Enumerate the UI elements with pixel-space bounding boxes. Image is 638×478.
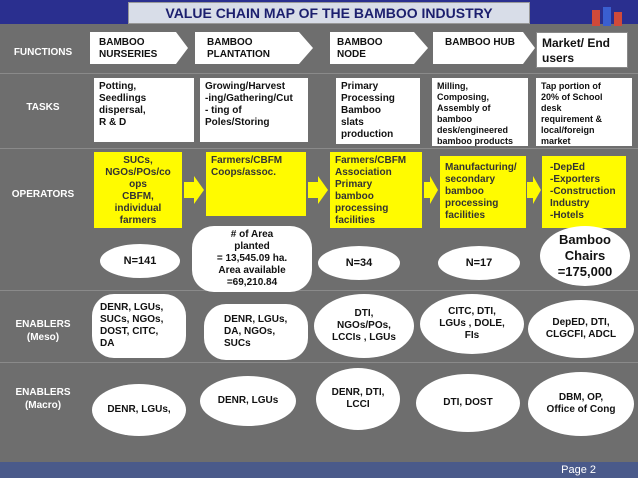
- row-label-enablers-macro: ENABLERS (Macro): [15, 387, 71, 411]
- footer-bar: [0, 462, 638, 478]
- function-label: BAMBOO PLANTATION: [207, 37, 270, 60]
- enabler-macro-node: DENR, DTI, LCCI: [316, 368, 400, 430]
- count-hub: N=17: [438, 246, 520, 280]
- function-label: BAMBOO NODE: [337, 37, 383, 60]
- function-label-market: Market/ End users: [536, 32, 628, 68]
- arrow-right-icon: [308, 176, 328, 204]
- function-label: BAMBOO NURSERIES: [99, 37, 158, 60]
- operator-node: Farmers/CBFM Association Primary bamboo …: [330, 152, 422, 228]
- enabler-macro-nurseries: DENR, LGUs,: [92, 384, 186, 436]
- operator-nurseries: SUCs, NGOs/POs/co ops CBFM, individual f…: [94, 152, 182, 228]
- row-label-enablers-meso: ENABLERS (Meso): [15, 319, 71, 343]
- row-label-operators: OPERATORS: [11, 189, 75, 200]
- task-nurseries: Potting, Seedlings dispersal, R & D: [94, 78, 194, 142]
- operator-market: -DepEd -Exporters -Construction Industry…: [542, 156, 626, 228]
- task-hub: Milling, Composing, Assembly of bamboo d…: [432, 78, 528, 146]
- arrow-shape: [433, 32, 535, 64]
- arrow-right-icon: [527, 176, 541, 204]
- task-node: Primary Processing Bamboo slats producti…: [336, 78, 420, 144]
- row-label-tasks: TASKS: [26, 102, 60, 113]
- logo-icon: [592, 7, 622, 26]
- count-nurseries: N=141: [100, 244, 180, 278]
- arrow-right-icon: [184, 176, 204, 204]
- arrow-right-icon: [424, 176, 438, 204]
- row-divider: [0, 148, 638, 149]
- enabler-meso-market: DepED, DTI, CLGCFI, ADCL: [528, 300, 634, 358]
- arrow-shape: [195, 32, 313, 64]
- enabler-meso-nurseries: DENR, LGUs, SUCs, NGOs, DOST, CITC, DA: [92, 294, 186, 358]
- function-label: BAMBOO HUB: [445, 37, 515, 48]
- enabler-meso-plantation: DENR, LGUs, DA, NGOs, SUCs: [204, 304, 308, 360]
- arrow-shape: [330, 32, 428, 64]
- row-divider: [0, 362, 638, 363]
- enabler-meso-hub: CITC, DTI, LGUs , DOLE, FIs: [420, 294, 524, 354]
- enabler-macro-market: DBM, OP, Office of Cong: [528, 372, 634, 436]
- row-label-functions: FUNCTIONS: [13, 47, 73, 58]
- task-plantation: Growing/Harvest -ing/Gathering/Cut - tin…: [200, 78, 308, 142]
- enabler-macro-hub: DTI, DOST: [416, 374, 520, 432]
- row-divider: [0, 73, 638, 74]
- operator-plantation: Farmers/CBFM Coops/assoc.: [206, 152, 306, 216]
- arrow-shape: [90, 32, 188, 64]
- row-divider: [0, 290, 638, 291]
- page-title: VALUE CHAIN MAP OF THE BAMBOO INDUSTRY: [128, 2, 530, 24]
- count-node: N=34: [318, 246, 400, 280]
- count-plantation: # of Area planted = 13,545.09 ha. Area a…: [192, 226, 312, 292]
- page-number: Page 2: [561, 464, 596, 476]
- enabler-macro-plantation: DENR, LGUs: [200, 376, 296, 426]
- enabler-meso-node: DTI, NGOs/POs, LCCIs , LGUs: [314, 294, 414, 358]
- task-market: Tap portion of 20% of School desk requir…: [536, 78, 632, 146]
- count-market: Bamboo Chairs =175,000: [540, 226, 630, 286]
- operator-hub: Manufacturing/ secondary bamboo processi…: [440, 156, 526, 228]
